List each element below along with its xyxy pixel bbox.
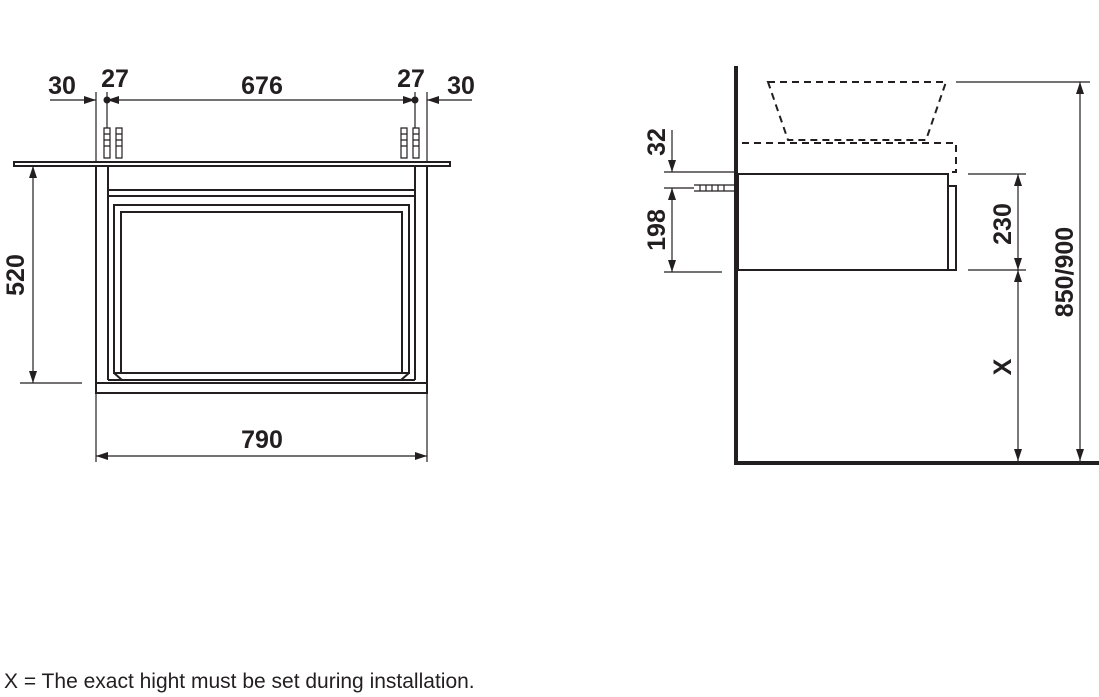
dim-label-bracket-offset: 32: [643, 128, 671, 156]
dim-label-left-bolt: 27: [101, 65, 129, 93]
dim-label-width: 790: [241, 426, 283, 454]
wall-bolts-left: [103, 127, 123, 159]
countertop-outline: [742, 142, 957, 173]
dim-label-right-edge: 30: [447, 72, 475, 100]
left-frame-leg: [95, 166, 109, 383]
dim-label-drawer-height: 230: [989, 203, 1017, 245]
front-view: 30 27 676 27 30 520 790: [2, 65, 475, 462]
drawer-handle: [947, 185, 957, 271]
installation-note: X = The exact hight must be set during i…: [4, 670, 475, 693]
washbasin-outline: [766, 81, 948, 141]
right-frame-leg: [414, 166, 428, 383]
side-view: 32 198 230 X 850/900: [643, 66, 1099, 465]
base-plinth: [95, 372, 428, 394]
dim-label-bracket-height: 198: [643, 209, 671, 251]
dim-label-left-edge: 30: [48, 72, 76, 100]
top-rail: [108, 189, 415, 206]
drawer-box: [113, 204, 410, 374]
dim-label-right-bolt: 27: [397, 65, 425, 93]
dim-label-total-height: 850/900: [1051, 227, 1079, 317]
wall-bracket: [694, 184, 736, 192]
dim-label-bolt-spacing: 676: [241, 72, 283, 100]
drawer-unit: [737, 173, 949, 271]
dim-label-floor-gap: X: [989, 358, 1017, 375]
dim-label-height: 520: [2, 254, 30, 296]
wall-bolts-right: [400, 127, 420, 159]
countertop: [13, 161, 451, 167]
